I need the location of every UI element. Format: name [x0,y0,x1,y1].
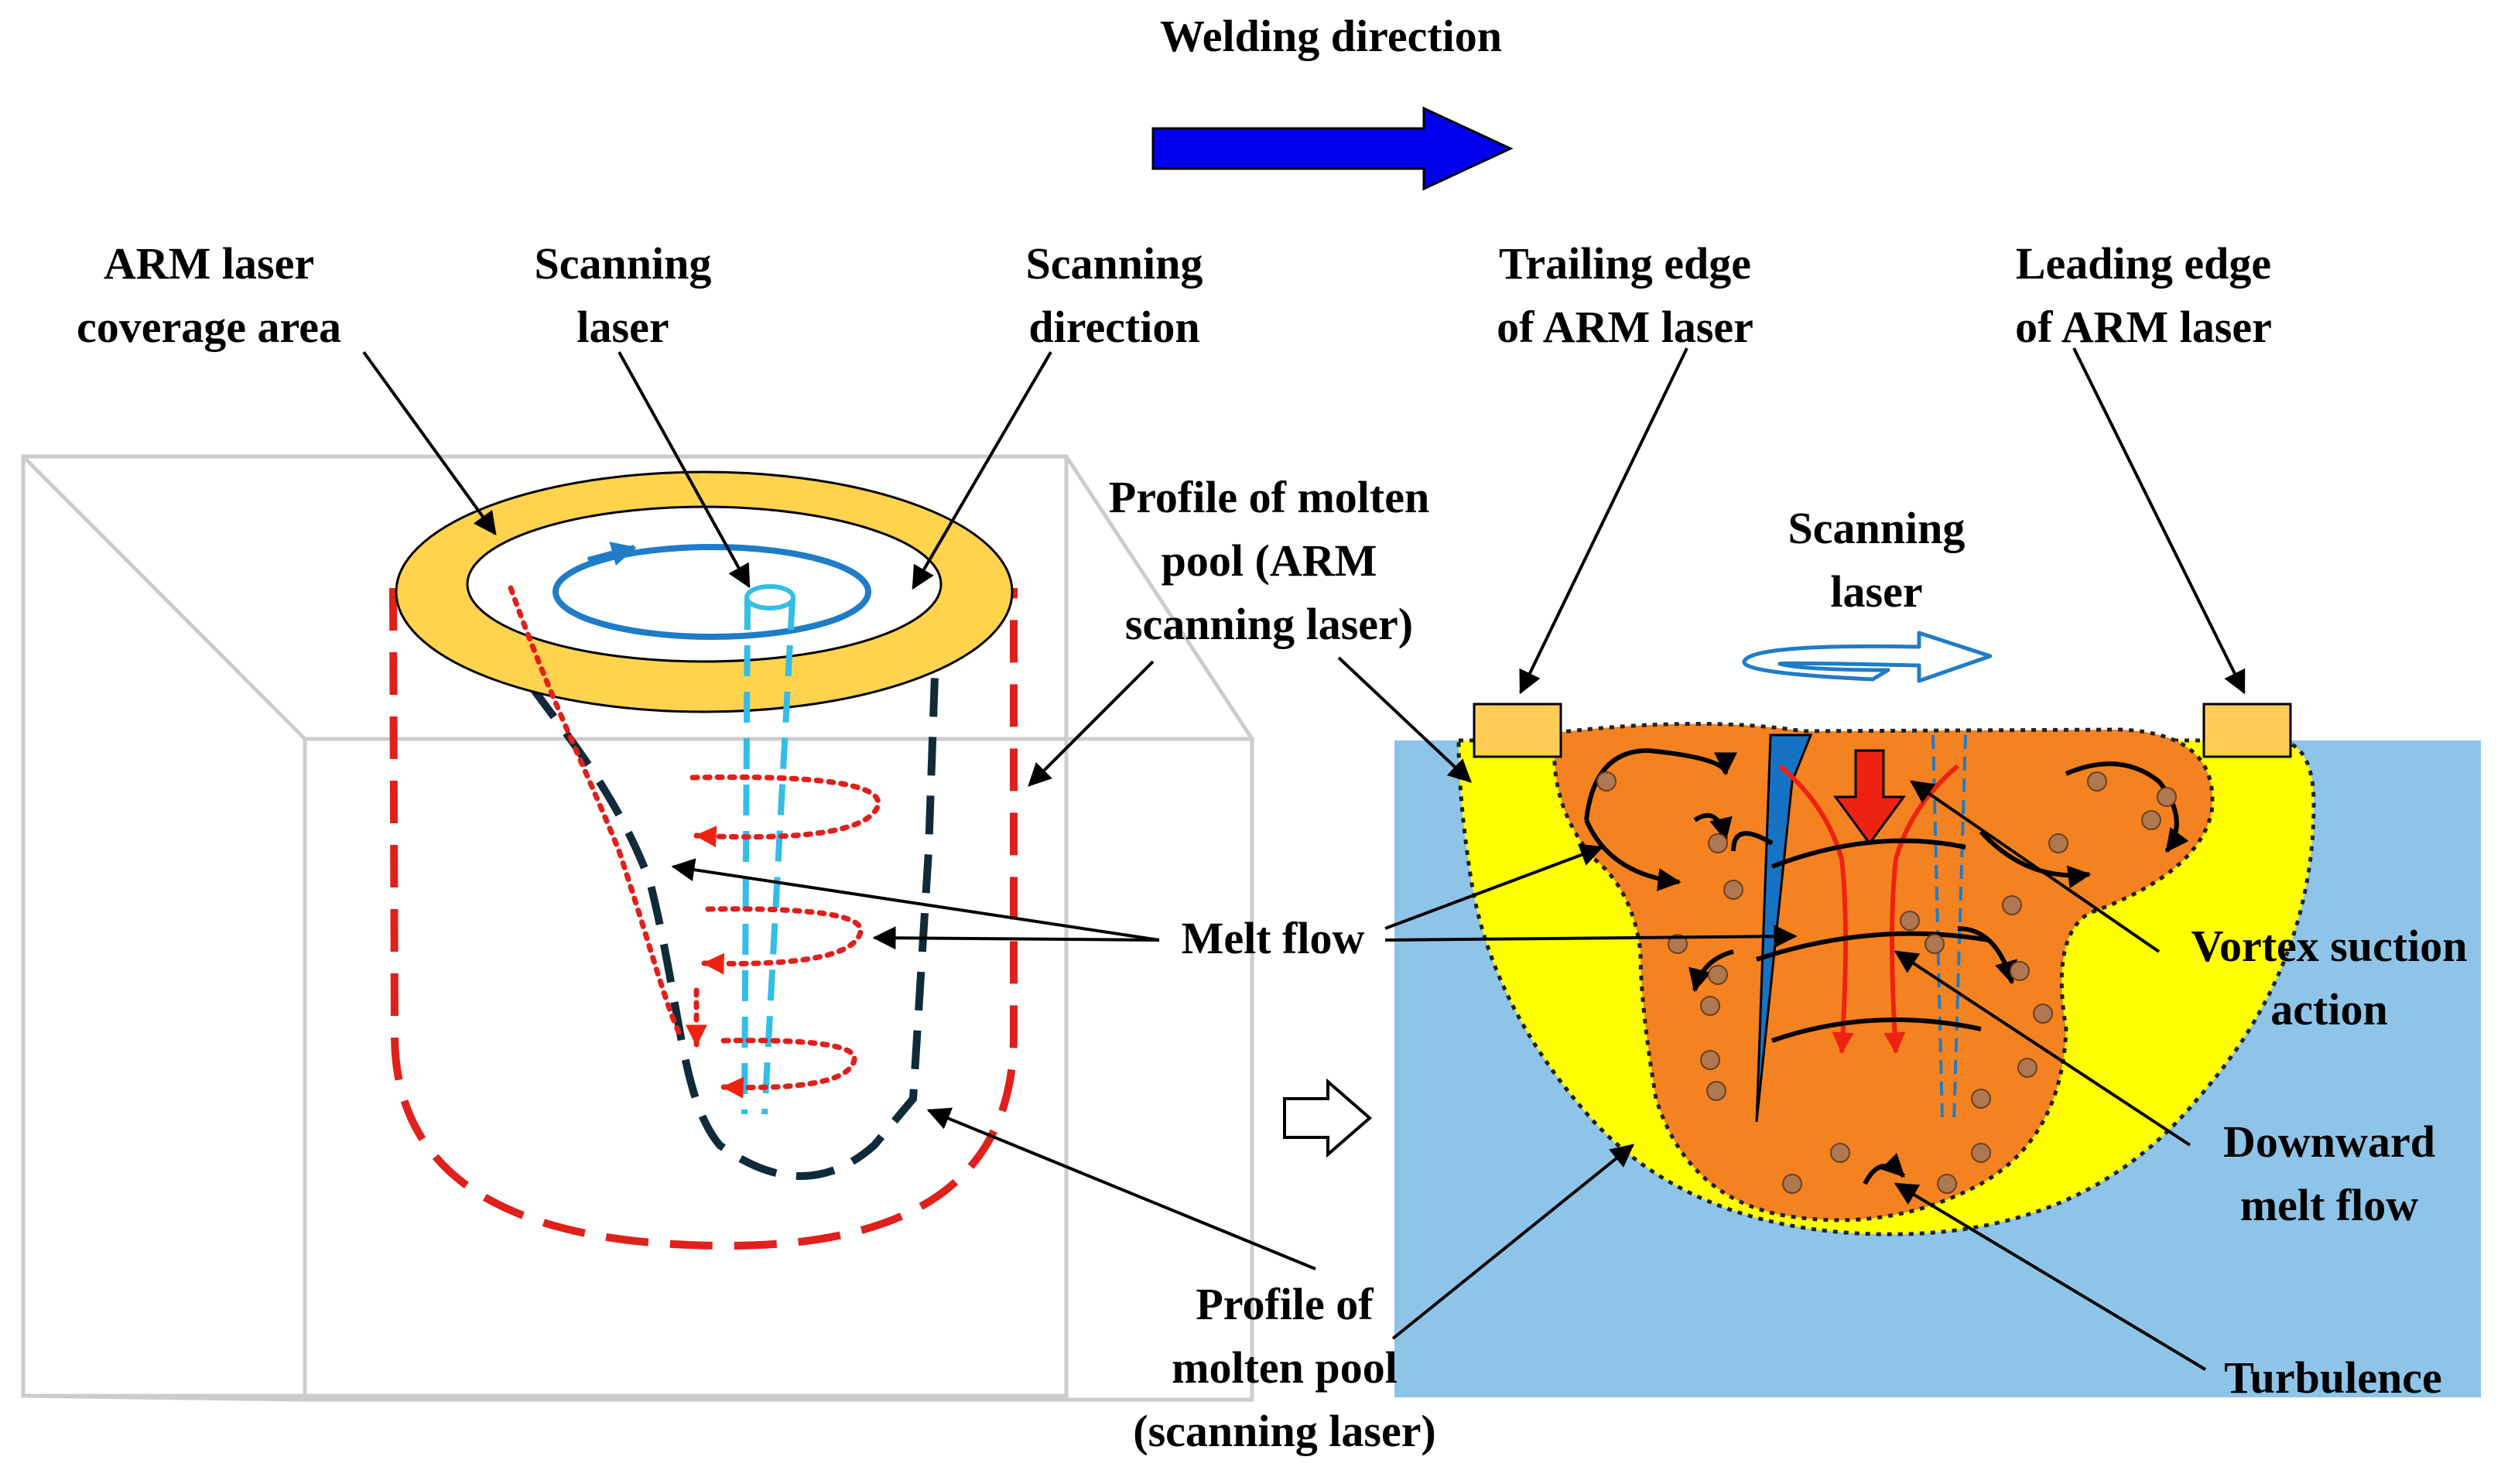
left-leader-arrows [362,350,1316,1270]
scanning-laser-beam [741,584,795,1115]
keyhole [1755,733,1813,1123]
melt-flow-leaders [671,843,1798,950]
scan-rotation-arrow [1742,631,1993,683]
right-leader-arrows [1337,347,2246,1371]
particles [1596,771,2177,1194]
right-panel [671,347,2481,1397]
welding-direction-label: Welding direction [1159,11,1503,61]
transition-arrow [1283,1078,1373,1158]
left-panel [21,350,1316,1402]
melt-flow-dotted [508,585,881,1099]
keyhole-profile-dashed [462,586,942,1180]
downward-arrow [1833,749,1906,846]
arm-pool-profile-dashed [389,587,1018,1250]
turbulence-label: Turbulence [2224,1352,2442,1403]
vortex-arrows [1584,747,2189,1185]
welding-direction-arrow [1151,106,1514,191]
leading-edge-pad [2202,703,2292,758]
trailing-edge-pad [1473,703,1562,758]
melt-flow-label: Melt flow [1181,913,1365,963]
scan-path-ellipse [553,544,871,640]
scan-direction-arrowhead [587,542,637,566]
